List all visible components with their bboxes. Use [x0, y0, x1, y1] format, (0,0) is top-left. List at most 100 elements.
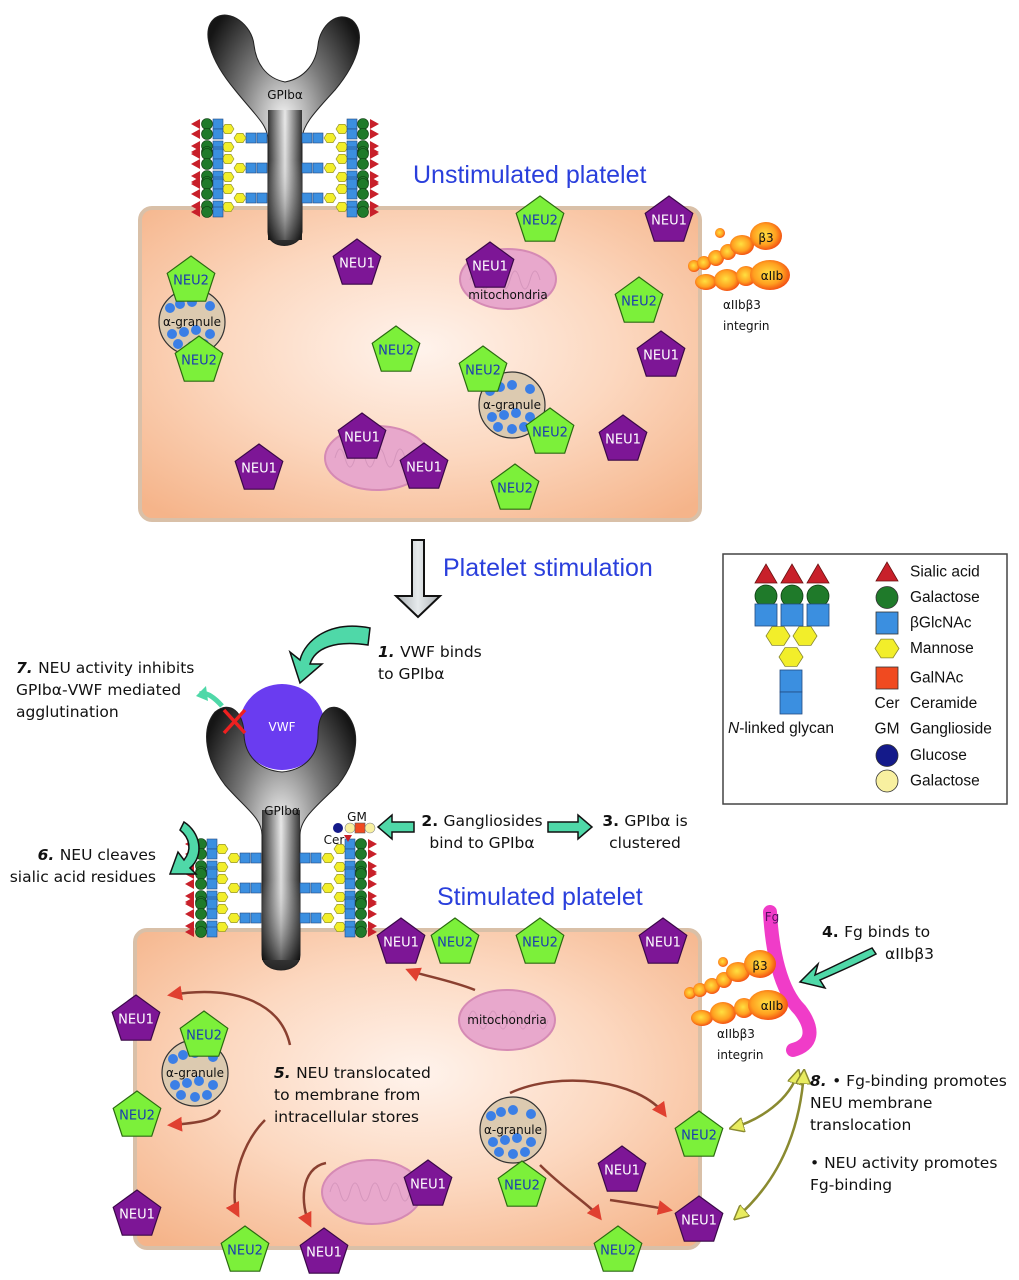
- granule-content-dot: [165, 303, 175, 313]
- neu-label: NEU2: [437, 936, 473, 951]
- legend-items: Sialic acidGalactoseβGlcNAcMannoseGalNAc…: [874, 561, 992, 793]
- alpha-granule: α-granule: [479, 1096, 547, 1164]
- granule-content-dot: [526, 1137, 536, 1147]
- granule-content-dot: [179, 327, 189, 337]
- granule-content-dot: [512, 1133, 522, 1143]
- mitochondria-label: mitochondria: [468, 288, 547, 302]
- granule-content-dot: [500, 1135, 510, 1145]
- step-number: 2.: [421, 812, 443, 830]
- step-text-line: 8. • Fg-binding promotes: [810, 1072, 1007, 1090]
- legend-label: Sialic acid: [910, 564, 980, 581]
- step4-arrow: [798, 947, 878, 990]
- integrin-label-bottom-1: αIIbβ3: [717, 1027, 755, 1041]
- step-text-line: GPIbα-VWF mediated: [16, 681, 181, 699]
- legend-circle-icon: [875, 744, 899, 767]
- integrin-label-bottom-2: integrin: [717, 1048, 764, 1062]
- neu-label: NEU2: [497, 482, 533, 497]
- neu1-enzyme: NEU1: [299, 1227, 349, 1274]
- step-text-line: agglutination: [16, 703, 119, 721]
- neu1-enzyme: NEU1: [403, 1159, 453, 1206]
- legend-n-linked-glycan-diagram: [754, 563, 830, 715]
- neu-label: NEU2: [181, 354, 217, 369]
- integrin-aiibb3-top: [688, 222, 790, 291]
- stimulation-arrow: [393, 539, 443, 619]
- legend-label: Galactose: [910, 589, 980, 606]
- ganglioside-cluster: [333, 822, 376, 842]
- step-number: 7.: [16, 659, 38, 677]
- neu1-enzyme: NEU1: [465, 241, 515, 288]
- neu2-enzyme: NEU2: [179, 1010, 229, 1057]
- granule-content-dot: [208, 1080, 218, 1090]
- granule-content-dot: [494, 1147, 504, 1157]
- legend-item: Galactose: [875, 586, 980, 609]
- inhibition-x-icon: [222, 708, 247, 735]
- gpib-label-top: GPIbα: [267, 88, 303, 102]
- neu2-enzyme: NEU2: [593, 1225, 643, 1272]
- granule-content-dot: [205, 301, 215, 311]
- step-text-line: 5. NEU translocated: [274, 1064, 431, 1082]
- granule-content-dot: [499, 410, 509, 420]
- granule-label: α-granule: [483, 398, 541, 412]
- step1-arrow: [288, 625, 371, 685]
- granule-content-dot: [178, 1050, 188, 1060]
- neu-label: NEU1: [119, 1208, 155, 1223]
- step-number: 6.: [38, 846, 60, 864]
- granule-content-dot: [182, 1078, 192, 1088]
- neu-label: NEU1: [118, 1013, 154, 1028]
- neu2-enzyme: NEU2: [220, 1225, 270, 1272]
- neu1-enzyme: NEU1: [337, 412, 387, 459]
- neu-label: NEU2: [173, 274, 209, 289]
- mannose-icon: [874, 638, 900, 659]
- neu1-enzyme: NEU1: [644, 195, 694, 242]
- aiib-label-bottom: αIIb: [761, 999, 784, 1013]
- step-text-line: 4. Fg binds to: [822, 923, 930, 941]
- step-text-line: sialic acid residues: [10, 868, 156, 886]
- legend-item: βGlcNAc: [875, 611, 972, 635]
- neu1-enzyme: NEU1: [376, 917, 426, 964]
- neu1-enzyme: NEU1: [638, 917, 688, 964]
- legend-circle-icon: [875, 586, 899, 609]
- granule-content-dot: [170, 1080, 180, 1090]
- vwf-molecule: [239, 684, 325, 770]
- neu2-enzyme: NEU2: [371, 325, 421, 372]
- neu-label: NEU2: [681, 1129, 717, 1144]
- neu2-enzyme: NEU2: [515, 195, 565, 242]
- neu-label: NEU2: [465, 364, 501, 379]
- translocation-arrows: [167, 967, 673, 1228]
- legend-square-icon: [875, 666, 899, 690]
- neu-label: NEU2: [119, 1109, 155, 1124]
- granule-label: α-granule: [163, 315, 221, 329]
- granule-content-dot: [507, 424, 517, 434]
- step-text-line: Fg-binding: [810, 1176, 892, 1194]
- vwf-label: VWF: [269, 720, 296, 734]
- neu1-enzyme: NEU1: [597, 1145, 647, 1192]
- neu2-enzyme: NEU2: [614, 276, 664, 323]
- legend-circle-icon: [875, 769, 899, 793]
- cer-label: Cer: [324, 833, 345, 847]
- legend-item: Galactose: [875, 769, 980, 793]
- neu1-enzyme: NEU1: [674, 1195, 724, 1242]
- step-text-line: αIIbβ3: [885, 945, 934, 963]
- legend-item: GalNAc: [875, 666, 964, 690]
- step-text-line: to membrane from: [274, 1086, 420, 1104]
- granule-content-dot: [190, 1092, 200, 1102]
- legend-label: Glucose: [910, 747, 967, 764]
- neu1-enzyme: NEU1: [112, 1189, 162, 1236]
- step-text-line: translocation: [810, 1116, 911, 1134]
- granule-content-dot: [508, 1149, 518, 1159]
- neu-label: NEU1: [241, 462, 277, 477]
- fg-label: Fg: [765, 910, 780, 924]
- title-stimulated: Stimulated platelet: [437, 883, 643, 911]
- legend-label: βGlcNAc: [910, 615, 972, 632]
- legend-abbrev: GM: [875, 721, 900, 738]
- neu2-enzyme: NEU2: [497, 1160, 547, 1207]
- granule-content-dot: [493, 422, 503, 432]
- step-4-annotation: 4. Fg binds to αIIbβ3: [822, 923, 934, 963]
- beta3-label-top: β3: [758, 231, 773, 245]
- legend-item: Sialic acid: [875, 561, 980, 582]
